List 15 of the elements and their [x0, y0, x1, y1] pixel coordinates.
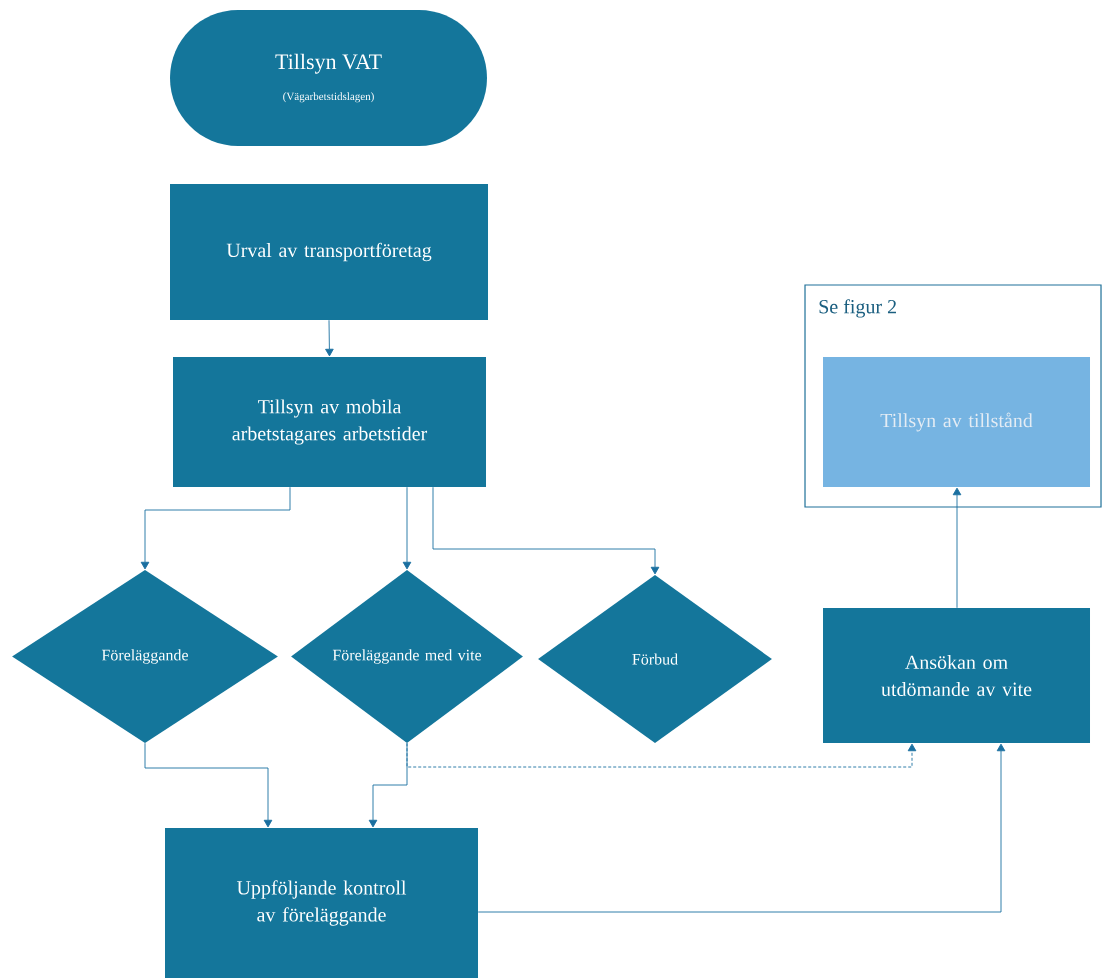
process-box: Urval av transportföretag [170, 184, 488, 320]
arrow [432, 486, 660, 575]
process-box: Tillsyn av tillstånd [823, 357, 1090, 487]
process-box: Uppföljande kontroll av föreläggande [165, 828, 478, 978]
arrow [406, 742, 917, 768]
arrow [952, 487, 962, 609]
arrow [144, 742, 273, 828]
start-terminal: Tillsyn VAT (Vägarbetstidslagen) [170, 10, 487, 146]
frame-heading: Se figur 2 [819, 299, 896, 318]
process-box: Tillsyn av mobila arbetstagares arbetstider [173, 357, 486, 487]
arrow [325, 319, 334, 357]
arrow [140, 486, 291, 570]
arrow [402, 486, 412, 570]
arrow [477, 743, 1006, 913]
process-box: Ansökan om utdömande av vite [823, 608, 1090, 743]
